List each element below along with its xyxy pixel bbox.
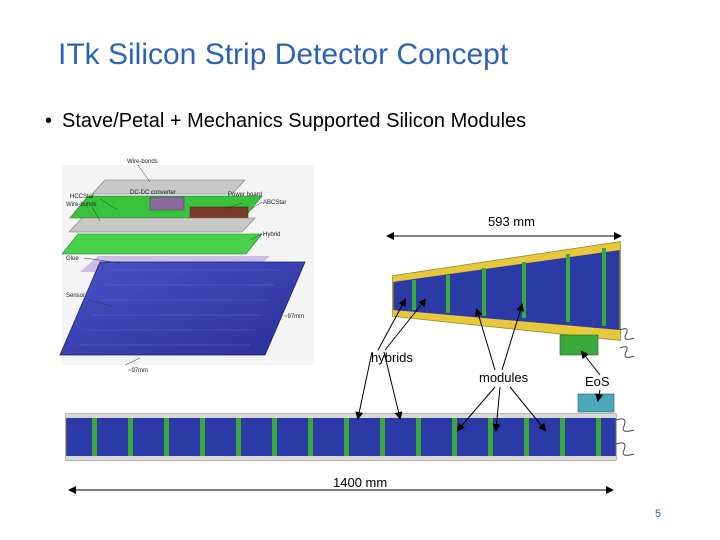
- petal-length-label: 593 mm: [488, 214, 535, 229]
- callout-hybrids-label: hybrids: [371, 350, 413, 365]
- wirebond-strip-top: [91, 179, 246, 195]
- callouts: hybrids modules EoS: [355, 298, 610, 432]
- arrow-modules-petal-1: [474, 308, 496, 371]
- stave-body: [65, 413, 617, 461]
- callout-modules-label: modules: [479, 370, 529, 385]
- label-wirebonds-left: Wire-bonds: [66, 202, 97, 208]
- bullet-item: • Stave/Petal + Mechanics Supported Silic…: [45, 110, 526, 133]
- arrow-hybrids-petal-2: [384, 298, 427, 351]
- label-sensor: Sensor: [66, 293, 85, 299]
- hybrid-board-lower: [61, 233, 263, 255]
- stave-edge-bottom: [66, 456, 616, 460]
- bullet-dot: •: [45, 110, 53, 132]
- label-dim-bottom: ~97mm: [128, 368, 148, 374]
- arrow-hybrids-petal-1: [377, 298, 406, 351]
- stave-length-label: 1400 mm: [333, 475, 387, 490]
- label-hccstar: HCCStar: [70, 194, 94, 200]
- label-glue: Glue: [66, 256, 79, 262]
- label-dcdc-converter: DC-DC converter: [130, 190, 176, 196]
- module-leader-lines: [83, 164, 283, 366]
- petal-cable-icon: [619, 328, 635, 340]
- callout-arrows: [355, 298, 604, 432]
- stave-eos-board: [577, 393, 615, 413]
- label-hybrid: Hybrid: [263, 232, 280, 238]
- arrow-eos-petal: [580, 350, 601, 376]
- petal-edge-bottom: [393, 310, 620, 340]
- exploded-module-view: Wire-bonds DC-DC converter HCCStar Wire-…: [59, 159, 314, 374]
- arrow-modules-stave-1: [456, 386, 496, 432]
- arrow-eos-stave: [595, 389, 604, 402]
- petal-eos-board: [559, 334, 599, 356]
- stave-view: 1400 mm: [65, 393, 635, 494]
- arrow-modules-stave-3: [509, 386, 547, 432]
- petal-edge-top: [393, 242, 620, 282]
- stave-cable-icon: [615, 418, 635, 432]
- sensor-strips: [79, 269, 280, 346]
- petal-hybrids: [412, 248, 606, 326]
- arrow-hybrids-stave-2: [383, 351, 403, 420]
- label-abcstar: ABCStar: [263, 200, 286, 206]
- dcdc-converter-box: [149, 196, 185, 211]
- stave-edge-top: [66, 414, 616, 418]
- label-dim-right: ~97mm: [284, 314, 304, 320]
- slide-title: ITk Silicon Strip Detector Concept: [58, 38, 509, 71]
- stave-hybrids: [92, 418, 601, 456]
- stave-cable-icon-2: [615, 442, 635, 456]
- arrow-modules-stave-2: [492, 386, 501, 432]
- label-wirebonds-top: Wire-bonds: [127, 159, 158, 165]
- arrow-hybrids-stave-1: [355, 351, 373, 420]
- petal-cable-icon-2: [619, 346, 635, 358]
- page-number: 5: [655, 508, 662, 520]
- petal-view: 593 mm: [386, 214, 635, 358]
- silicon-sensor: [59, 261, 306, 356]
- power-board-chips: [189, 206, 249, 220]
- wirebond-strip-lower: [68, 217, 256, 233]
- bullet-text: Stave/Petal + Mechanics Supported Silico…: [62, 110, 527, 132]
- arrow-modules-petal-2: [501, 303, 525, 371]
- callout-eos-label: EoS: [585, 374, 610, 389]
- label-power-board: Power board: [228, 192, 262, 198]
